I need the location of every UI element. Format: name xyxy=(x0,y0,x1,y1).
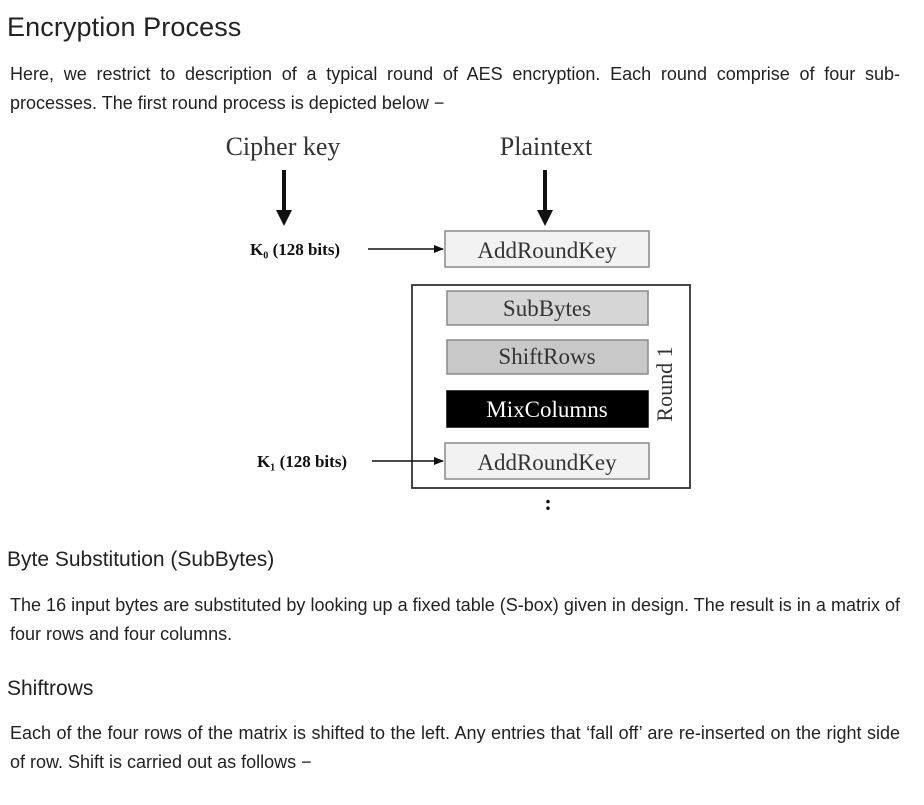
sub-bytes-box xyxy=(446,290,649,326)
add-round-key-top-box xyxy=(444,230,650,268)
intro-paragraph: Here, we restrict to description of a ty… xyxy=(10,64,900,113)
k1-label: K₁ (128 bits) xyxy=(257,452,347,471)
round-1-frame xyxy=(411,284,691,489)
section-text-shiftrows: Each of the four rows of the matrix is s… xyxy=(10,723,900,772)
mix-columns-label: MixColumns xyxy=(486,397,607,422)
cipher-key-label: Cipher key xyxy=(226,132,341,161)
shift-rows-label: ShiftRows xyxy=(498,344,595,369)
aes-round-diagram: Cipher key Plaintext K₀ (128 bits) AddRo… xyxy=(200,128,720,528)
add-round-key-bottom-label: AddRoundKey xyxy=(477,450,617,475)
plaintext-down-arrow xyxy=(537,170,553,226)
shift-rows-box xyxy=(446,339,649,375)
add-round-key-bottom-box xyxy=(444,442,650,480)
page-title: Encryption Process xyxy=(7,12,242,42)
cipher-key-down-arrow xyxy=(276,170,292,226)
section-title-shiftrows: Shiftrows xyxy=(7,677,94,700)
section-text-subbytes: The 16 input bytes are substituted by lo… xyxy=(10,595,900,644)
aes-round-svg: Cipher key Plaintext K₀ (128 bits) AddRo… xyxy=(226,132,691,515)
round-1-label: Round 1 xyxy=(652,346,677,421)
sub-bytes-label: SubBytes xyxy=(503,296,591,321)
section-title-subbytes: Byte Substitution (SubBytes) xyxy=(7,548,275,571)
mix-columns-box xyxy=(446,390,649,428)
continuation-ellipsis: : xyxy=(544,490,551,515)
k0-label: K₀ (128 bits) xyxy=(250,240,340,259)
add-round-key-top-label: AddRoundKey xyxy=(477,238,617,263)
plaintext-label: Plaintext xyxy=(500,132,593,161)
